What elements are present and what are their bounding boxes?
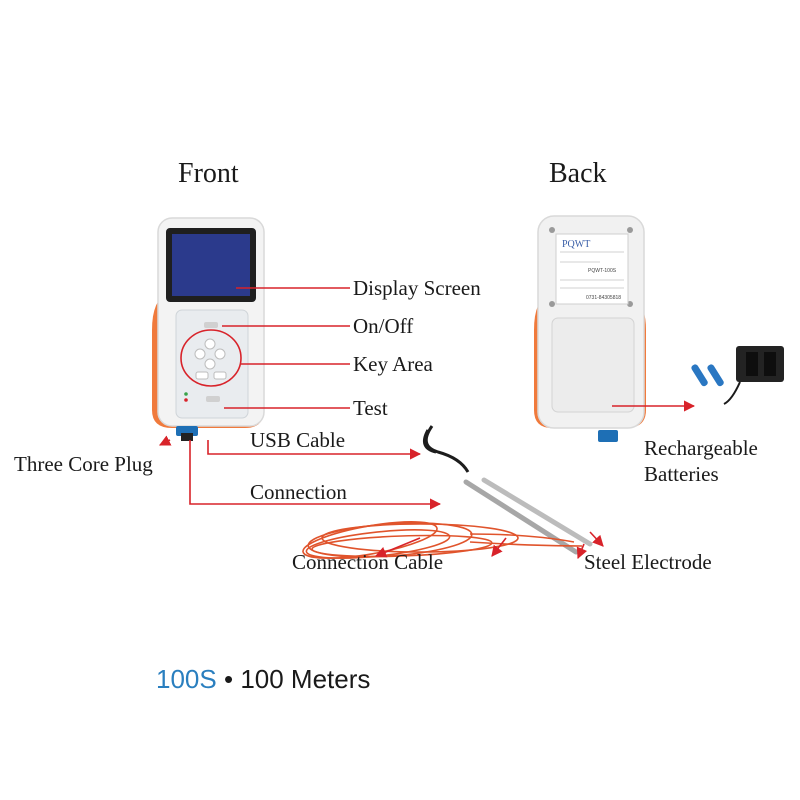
range-text: 100 Meters	[240, 664, 371, 694]
display-screen	[172, 234, 250, 296]
test-key	[206, 396, 220, 402]
rechargeable-label: Rechargeable	[644, 436, 758, 460]
back-phone-text: 0731-84305818	[586, 295, 621, 301]
usb-cable-label: USB Cable	[250, 428, 346, 452]
model-number: 100S	[156, 664, 217, 694]
back-brand-text: PQWT	[562, 239, 590, 250]
back-device	[534, 215, 646, 442]
front-heading: Front	[178, 158, 239, 189]
back-nameplate	[555, 233, 629, 305]
on-off-key	[204, 322, 218, 328]
battery-icon	[707, 364, 724, 387]
display-screen-label: Display Screen	[353, 276, 481, 300]
usb-cable	[422, 425, 470, 473]
connection-cable-arrow-2	[491, 537, 507, 557]
connection-cable-arrow	[374, 537, 421, 558]
batteries-label: Batteries	[644, 462, 719, 486]
key-area-label: Key Area	[353, 352, 433, 376]
battery-charger	[691, 346, 784, 405]
steel-electrodes	[463, 477, 593, 555]
steel-electrode-label: Steel Electrode	[584, 550, 712, 574]
back-heading: Back	[549, 158, 607, 189]
battery-icon	[691, 364, 708, 387]
steel-electrode-arrow-2	[576, 543, 588, 560]
key-area-circle	[180, 329, 242, 387]
test-label: Test	[353, 396, 388, 420]
back-model-text: PQWT-100S	[588, 268, 617, 274]
connection-arrow	[189, 440, 442, 510]
front-device	[152, 217, 265, 441]
product-caption: 100S • 100 Meters	[156, 664, 370, 695]
steel-electrode-arrow	[589, 531, 604, 547]
three-core-plug-arrow	[158, 435, 172, 446]
on-off-label: On/Off	[353, 314, 414, 338]
three-core-plug-label: Three Core Plug	[14, 452, 153, 476]
connection-label: Connection	[250, 480, 347, 504]
charger-icon	[736, 346, 784, 382]
connection-cable-label: Connection Cable	[292, 550, 444, 574]
caption-bullet: •	[223, 664, 234, 694]
usb-cable-arrow	[207, 440, 422, 460]
